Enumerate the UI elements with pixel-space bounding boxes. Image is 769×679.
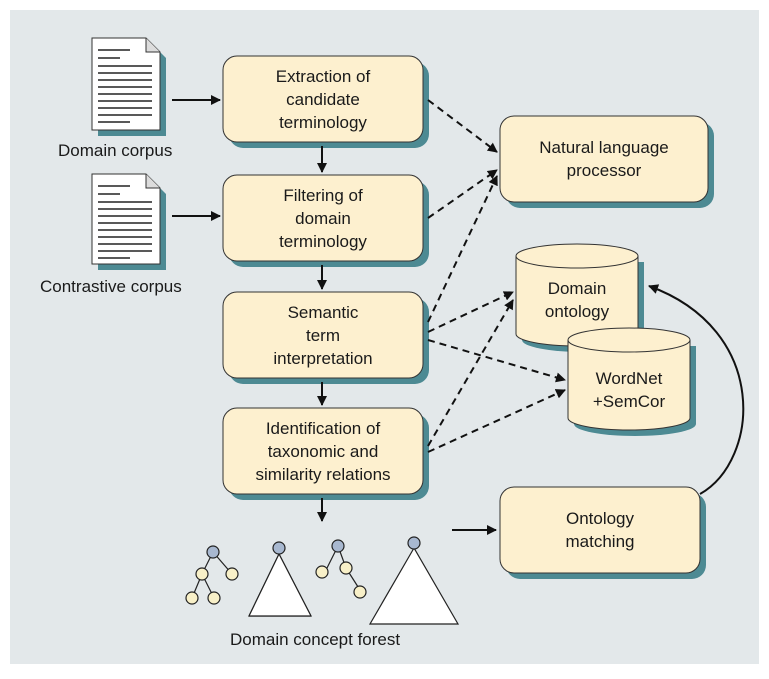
ontology-matching-line-2: matching bbox=[565, 532, 635, 551]
nlp-line-2: processor bbox=[566, 161, 642, 180]
step-extraction-label: Extraction of candidate terminology bbox=[223, 56, 423, 142]
ontology-matching-label: Ontology matching bbox=[500, 487, 700, 573]
wordnet-database-icon bbox=[567, 327, 696, 436]
domain-ontology-line-1: Domain bbox=[547, 279, 607, 298]
ontology-matching-box bbox=[499, 486, 706, 579]
step-extraction-line-2: candidate bbox=[286, 89, 360, 109]
step-filtering-line-1: Filtering of bbox=[283, 185, 363, 205]
step-semantic-line-3: interpretation bbox=[273, 348, 373, 368]
step-identification-line-2: taxonomic and bbox=[267, 441, 379, 461]
dashed-arrows bbox=[427, 99, 566, 453]
wordnet-line-1: WordNet bbox=[595, 369, 663, 388]
domain-concept-forest-label: Domain concept forest bbox=[230, 630, 401, 649]
domain-corpus-document-icon bbox=[91, 37, 166, 136]
step-box-filtering bbox=[222, 174, 429, 267]
nlp-line-1: Natural language bbox=[539, 138, 669, 157]
domain-ontology-label: Domain ontology bbox=[516, 270, 638, 330]
domain-ontology-database-icon bbox=[515, 243, 644, 352]
solid-arrows bbox=[172, 95, 745, 535]
wordnet-line-2: +SemCor bbox=[592, 392, 666, 411]
step-filtering-label: Filtering of domain terminology bbox=[223, 175, 423, 261]
concept-forest-icon bbox=[185, 536, 460, 625]
step-filtering-line-2: domain bbox=[295, 208, 351, 228]
nlp-box bbox=[499, 115, 714, 208]
step-identification-line-1: Identification of bbox=[265, 418, 381, 438]
contrastive-corpus-label: Contrastive corpus bbox=[40, 277, 182, 296]
step-box-identification bbox=[222, 407, 429, 500]
step-identification-label: Identification of taxonomic and similari… bbox=[223, 408, 423, 494]
step-extraction-line-1: Extraction of bbox=[275, 66, 371, 86]
nlp-label: Natural language processor bbox=[500, 116, 708, 202]
step-semantic-line-2: term bbox=[306, 325, 340, 345]
domain-corpus-label: Domain corpus bbox=[58, 141, 173, 160]
ontology-matching-line-1: Ontology bbox=[565, 509, 635, 528]
step-semantic-line-1: Semantic bbox=[287, 302, 359, 322]
step-semantic-label: Semantic term interpretation bbox=[223, 292, 423, 378]
contrastive-corpus-document-icon bbox=[91, 173, 166, 270]
step-filtering-line-3: terminology bbox=[279, 231, 367, 251]
domain-ontology-line-2: ontology bbox=[544, 302, 610, 321]
step-box-semantic bbox=[222, 291, 429, 384]
step-identification-line-3: similarity relations bbox=[255, 464, 391, 484]
wordnet-label: WordNet +SemCor bbox=[568, 362, 690, 418]
step-box-extraction bbox=[222, 55, 429, 148]
step-extraction-line-3: terminology bbox=[279, 112, 367, 132]
